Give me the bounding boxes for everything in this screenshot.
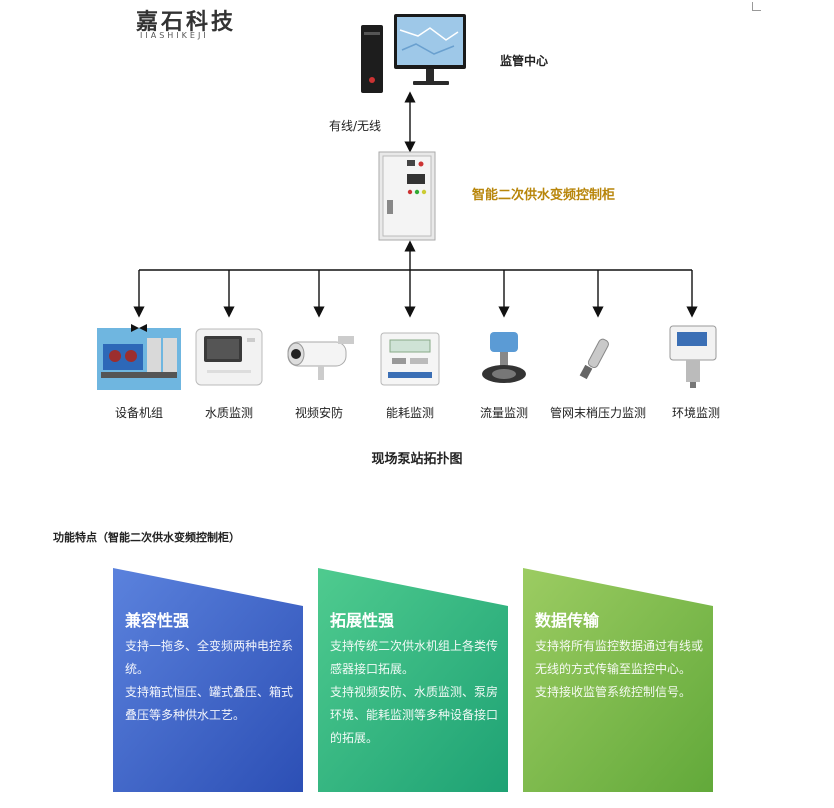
device-label-energy: 能耗监测 xyxy=(385,406,435,420)
feature-card-compatibility: 兼容性强 支持一拖多、全变频两种电控系统。 支持箱式恒压、罐式叠压、箱式叠压等多… xyxy=(113,568,305,792)
computer-icon xyxy=(361,14,466,93)
topology-caption: 现场泵站拓扑图 xyxy=(371,452,463,467)
water-quality-analyzer-icon xyxy=(195,328,263,386)
environment-sensor-icon xyxy=(669,325,717,388)
feature-card-extensibility: 拓展性强 支持传统二次供水机组上各类传感器接口拓展。 支持视频安防、水质监测、泵… xyxy=(318,568,510,792)
logo-name-en: IIASHIKEJI xyxy=(140,31,209,40)
card-title: 拓展性强 xyxy=(330,611,395,630)
card-line: 支持一拖多、全变频两种电控系统。 xyxy=(125,639,294,676)
pump-unit-icon xyxy=(97,324,181,390)
topology-connectors xyxy=(133,91,698,318)
control-cabinet-icon xyxy=(378,151,436,241)
security-camera-icon xyxy=(287,336,354,380)
corner-mark xyxy=(752,2,761,11)
card-background xyxy=(523,568,713,792)
device-label-water-quality: 水质监测 xyxy=(204,406,254,420)
card-background xyxy=(318,568,508,792)
card-body: 支持传统二次供水机组上各类传感器接口拓展。 支持视频安防、水质监测、泵房环境、能… xyxy=(330,635,508,750)
device-label-video-security: 视频安防 xyxy=(294,406,344,420)
device-label-pressure: 管网末梢压力监测 xyxy=(549,406,647,420)
flow-meter-icon xyxy=(482,332,526,383)
card-body: 支持将所有监控数据通过有线或无线的方式传输至监控中心。 支持接收监管系统控制信号… xyxy=(535,635,713,704)
feature-card-data-transmission: 数据传输 支持将所有监控数据通过有线或无线的方式传输至监控中心。 支持接收监管系… xyxy=(523,568,715,792)
card-line: 支持箱式恒压、罐式叠压、箱式叠压等多种供水工艺。 xyxy=(125,685,294,722)
energy-meter-icon xyxy=(380,332,440,386)
pressure-sensor-icon xyxy=(579,338,609,380)
device-label-pump-unit: 设备机组 xyxy=(114,406,164,420)
card-line: 支持传统二次供水机组上各类传感器接口拓展。 xyxy=(330,639,499,676)
cabinet-label: 智能二次供水变频控制柜 xyxy=(472,188,616,203)
device-label-environment: 环境监测 xyxy=(671,406,721,420)
card-body: 支持一拖多、全变频两种电控系统。 支持箱式恒压、罐式叠压、箱式叠压等多种供水工艺… xyxy=(125,635,303,727)
card-title: 兼容性强 xyxy=(125,611,190,630)
card-background xyxy=(113,568,303,792)
features-section-title: 功能特点（智能二次供水变频控制柜） xyxy=(53,531,240,544)
link-label: 有线/无线 xyxy=(329,119,382,133)
device-label-flow: 流量监测 xyxy=(479,406,529,420)
card-line: 支持将所有监控数据通过有线或无线的方式传输至监控中心。 xyxy=(535,639,704,676)
logo-name-cn: 嘉石科技 xyxy=(136,10,237,35)
monitor-center-label: 监管中心 xyxy=(500,54,549,68)
card-line: 支持接收监管系统控制信号。 xyxy=(535,685,692,699)
card-line: 支持视频安防、水质监测、泵房环境、能耗监测等多种设备接口的拓展。 xyxy=(330,685,499,745)
card-title: 数据传输 xyxy=(535,611,600,630)
